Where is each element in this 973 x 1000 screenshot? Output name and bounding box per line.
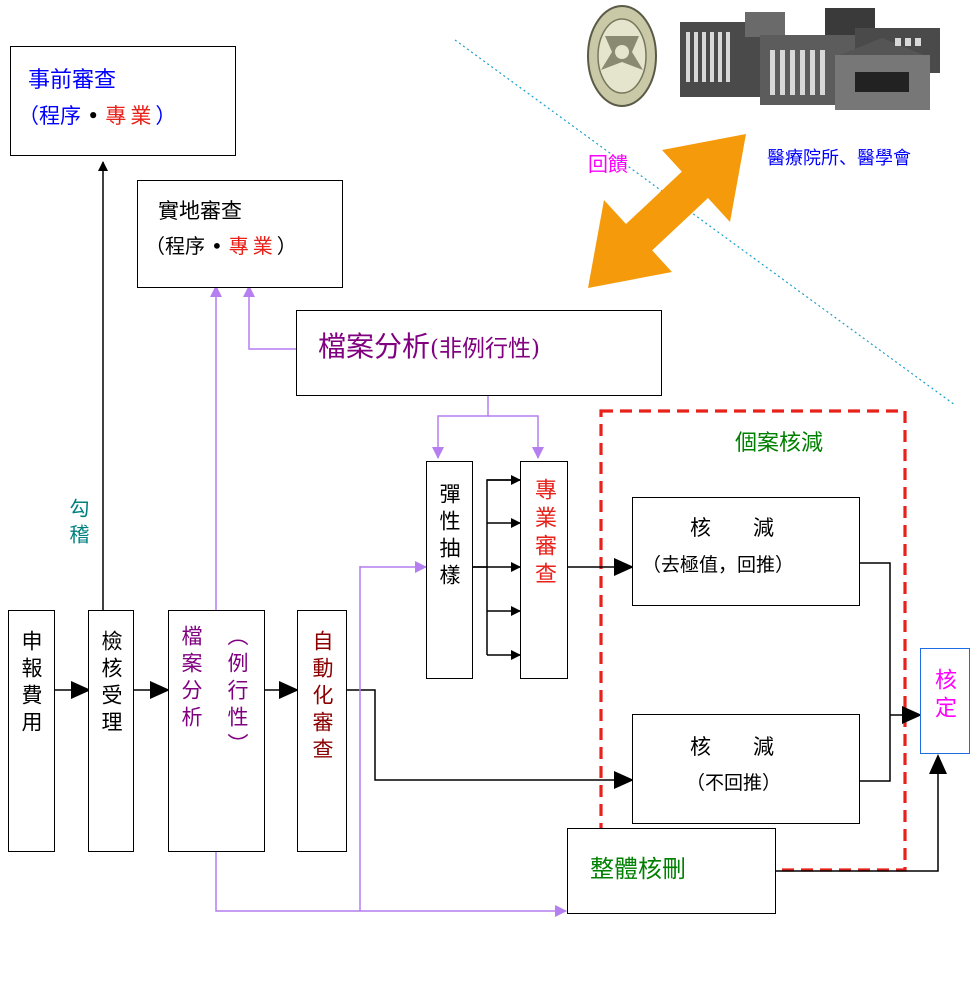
dotted-divider (454, 39, 956, 406)
pre-review-subtitle: （程序•專業） (18, 106, 176, 127)
file-analysis-main: 檔案分析 (318, 330, 431, 363)
hospital-buildings-icon (680, 8, 940, 110)
procedure-text: 程序 (39, 104, 81, 128)
bullet-dot: • (87, 104, 100, 128)
onsite-review-title: 實地審查 (158, 199, 242, 223)
file-analysis-nonroutine-label: 檔案分析(非例行性) (318, 333, 540, 361)
reduce-no-extrapolate-box (632, 714, 860, 824)
procedure-text: 程序 (165, 234, 205, 258)
professional-review-label: 專業審查 (531, 478, 556, 590)
gouji-label: 勾稽 (66, 498, 90, 550)
emblem-seal-icon (587, 5, 657, 107)
file-analysis-nonroutine-box (296, 310, 662, 396)
approve-label: 核定 (931, 668, 956, 724)
paren-close: ） (276, 234, 297, 258)
onsite-review-subtitle: （程序•專業） (145, 236, 297, 256)
pre-review-title: 事前審查 (28, 68, 117, 93)
overall-reduction-box (567, 828, 776, 914)
double-headed-arrow-icon (588, 134, 746, 288)
professional-review-box (520, 461, 568, 679)
declare-fee-box (8, 610, 55, 852)
auto-review-label: 自動化審查 (310, 630, 334, 765)
file-analysis-routine-main: 檔案分析 (179, 625, 203, 733)
feedback-label: 回饋 (588, 152, 628, 176)
onsite-review-box (137, 180, 343, 288)
inspect-accept-box (88, 610, 134, 852)
paren-open: （ (145, 234, 165, 258)
file-analysis-routine-box (168, 610, 265, 852)
paren-open: （ (18, 104, 39, 128)
reduce-no-extrapolate-sub: （不回推） (686, 772, 782, 794)
paren-close: ） (155, 104, 177, 128)
reduce-extrapolate-box (632, 497, 860, 606)
inspect-accept-label: 檢核受理 (99, 630, 123, 738)
institutions-label: 醫療院所、醫學會 (767, 148, 911, 169)
overall-reduction-label: 整體核刪 (590, 855, 686, 883)
professional-text: 專業 (105, 104, 156, 128)
approve-box (920, 648, 970, 754)
file-analysis-routine-sub: （例行性） (225, 625, 249, 760)
file-analysis-sub: (非例行性) (430, 336, 540, 362)
flexible-sampling-label: 彈性抽樣 (437, 483, 461, 591)
reduce-extrapolate-title: 核 減 (690, 516, 774, 540)
bullet-dot: • (211, 234, 223, 258)
flexible-sampling-box (426, 461, 473, 679)
reduce-extrapolate-sub: （去極值，回推） (642, 554, 795, 576)
declare-fee-label: 申報費用 (19, 630, 43, 738)
auto-review-box (297, 610, 347, 852)
reduce-no-extrapolate-title: 核 減 (690, 735, 774, 759)
case-reduction-label: 個案核減 (735, 431, 824, 456)
pre-review-box (10, 46, 236, 156)
professional-text: 專業 (228, 234, 277, 258)
